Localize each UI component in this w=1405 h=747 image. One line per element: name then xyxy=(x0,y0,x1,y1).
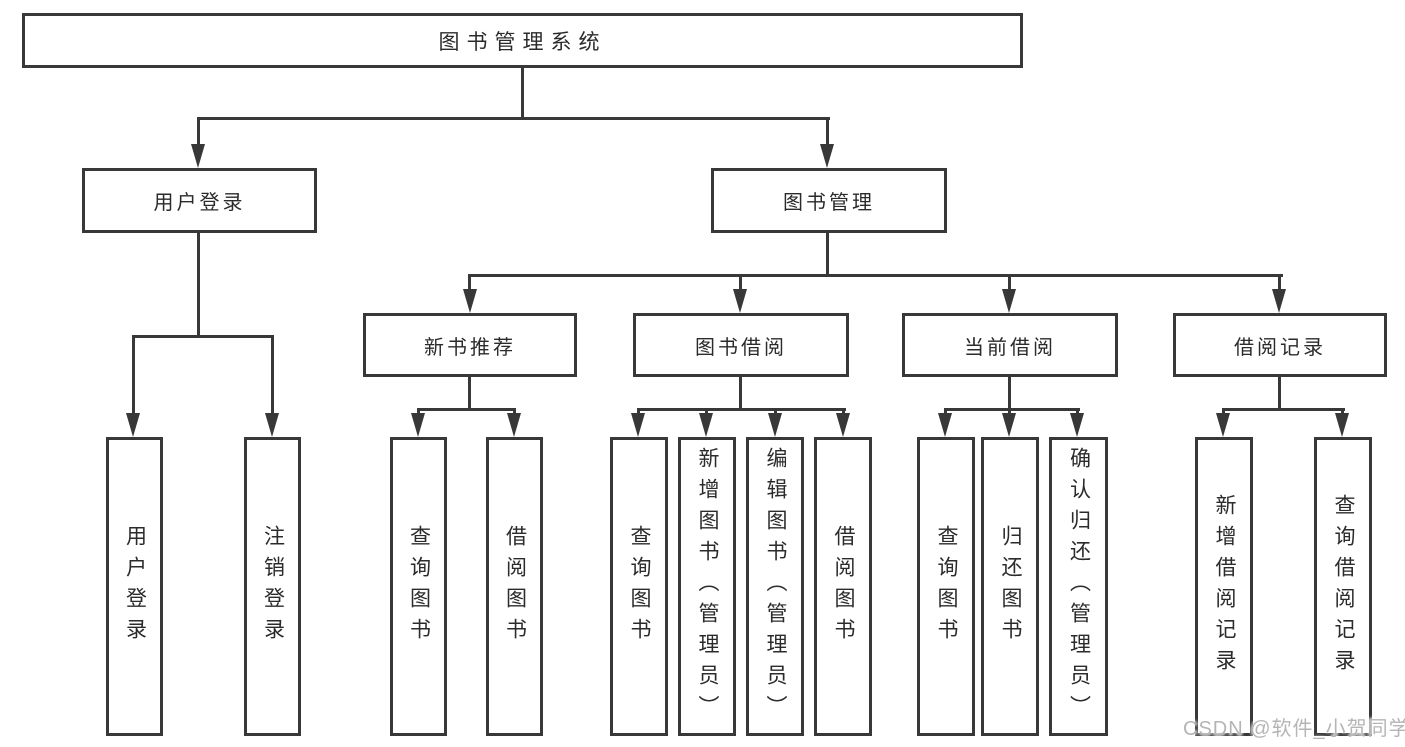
leaf-search-book-1-label: 查询图书 xyxy=(407,524,431,649)
node-root: 图书管理系统 xyxy=(22,13,1023,68)
connector-book-borrow-bar xyxy=(637,408,846,411)
arrow-down-icon xyxy=(631,413,645,437)
connector-new-book-rec-bar xyxy=(417,408,516,411)
connector-current-borrow-stem xyxy=(1008,377,1011,408)
leaf-edit-book: 编辑图书（管理员） xyxy=(746,437,804,736)
connector-current-borrow-bar xyxy=(944,408,1080,411)
arrow-down-icon xyxy=(733,289,747,313)
node-book-borrow: 图书借阅 xyxy=(633,313,849,377)
connector-drop xyxy=(774,408,777,416)
connector-drop xyxy=(637,408,640,416)
connector-drop xyxy=(1008,274,1011,292)
connector-drop xyxy=(826,117,829,145)
leaf-borrow-book-2-label: 借阅图书 xyxy=(832,524,855,649)
connector-drop xyxy=(132,335,135,415)
arrow-down-icon xyxy=(1335,413,1349,437)
node-root-label: 图书管理系统 xyxy=(438,30,607,54)
connector-drop xyxy=(271,335,274,415)
connector-drop xyxy=(1076,408,1079,416)
leaf-search-borrow-record: 查询借阅记录 xyxy=(1314,437,1372,736)
leaf-user-login: 用户登录 xyxy=(106,437,163,736)
arrow-down-icon xyxy=(1002,289,1016,313)
leaf-search-book-2: 查询图书 xyxy=(610,437,668,736)
node-book-borrow-label: 图书借阅 xyxy=(695,336,787,359)
arrow-down-icon xyxy=(191,144,205,168)
connector-drop xyxy=(1278,274,1281,292)
leaf-borrow-book-1-label: 借阅图书 xyxy=(503,524,527,649)
leaf-return-book-label: 归还图书 xyxy=(999,524,1022,649)
connector-level2-bar xyxy=(197,117,830,120)
node-borrow-records-label: 借阅记录 xyxy=(1234,336,1326,359)
arrow-down-icon xyxy=(820,144,834,168)
node-borrow-records: 借阅记录 xyxy=(1173,313,1387,377)
node-new-book-rec-label: 新书推荐 xyxy=(424,336,516,359)
arrow-down-icon xyxy=(1002,413,1016,437)
connector-user-login-stem xyxy=(197,233,200,335)
node-book-mgmt: 图书管理 xyxy=(711,168,947,233)
node-current-borrow: 当前借阅 xyxy=(902,313,1118,377)
connector-drop xyxy=(705,408,708,416)
connector-user-login-bar xyxy=(132,335,274,338)
connector-drop xyxy=(1222,408,1225,416)
leaf-edit-book-label: 编辑图书（管理员） xyxy=(764,447,787,726)
arrow-down-icon xyxy=(768,413,782,437)
node-new-book-rec: 新书推荐 xyxy=(363,313,577,377)
arrow-down-icon xyxy=(938,413,952,437)
leaf-borrow-book-2: 借阅图书 xyxy=(814,437,872,736)
connector-borrow-records-bar xyxy=(1222,408,1345,411)
connector-level3-bar xyxy=(468,274,1283,277)
arrow-down-icon xyxy=(126,413,140,437)
arrow-down-icon xyxy=(699,413,713,437)
leaf-search-book-3-label: 查询图书 xyxy=(935,524,958,649)
connector-drop xyxy=(197,117,200,145)
node-user-login-label: 用户登录 xyxy=(153,192,246,214)
leaf-logout: 注销登录 xyxy=(244,437,301,736)
arrow-down-icon xyxy=(507,413,521,437)
leaf-add-book-label: 新增图书（管理员） xyxy=(696,447,719,726)
leaf-add-book: 新增图书（管理员） xyxy=(678,437,736,736)
leaf-confirm-return: 确认归还（管理员） xyxy=(1049,437,1108,736)
connector-drop xyxy=(842,408,845,416)
connector-root-stem xyxy=(521,68,524,117)
connector-book-borrow-stem xyxy=(739,377,742,408)
leaf-search-book-2-label: 查询图书 xyxy=(628,524,651,649)
node-current-borrow-label: 当前借阅 xyxy=(964,336,1056,359)
arrow-down-icon xyxy=(1216,413,1230,437)
connector-new-book-rec-stem xyxy=(468,377,471,408)
node-user-login: 用户登录 xyxy=(82,168,317,233)
leaf-user-login-label: 用户登录 xyxy=(123,524,147,649)
arrow-down-icon xyxy=(265,413,279,437)
connector-drop xyxy=(1008,408,1011,416)
connector-borrow-records-stem xyxy=(1278,377,1281,408)
watermark: CSDN @软件_小贺同学 xyxy=(1183,718,1405,740)
arrow-down-icon xyxy=(836,413,850,437)
leaf-search-book-1: 查询图书 xyxy=(390,437,447,736)
leaf-return-book: 归还图书 xyxy=(981,437,1039,736)
connector-drop xyxy=(944,408,947,416)
leaf-logout-label: 注销登录 xyxy=(261,524,285,649)
arrow-down-icon xyxy=(1070,413,1084,437)
leaf-add-borrow-record-label: 新增借阅记录 xyxy=(1213,493,1236,680)
arrow-down-icon xyxy=(463,289,477,313)
leaf-search-borrow-record-label: 查询借阅记录 xyxy=(1332,493,1355,680)
node-book-mgmt-label: 图书管理 xyxy=(783,192,875,214)
arrow-down-icon xyxy=(1272,289,1286,313)
arrow-down-icon xyxy=(411,413,425,437)
connector-drop xyxy=(1341,408,1344,416)
connector-drop xyxy=(468,274,471,292)
leaf-add-borrow-record: 新增借阅记录 xyxy=(1195,437,1253,736)
leaf-confirm-return-label: 确认归还（管理员） xyxy=(1067,447,1091,726)
connector-book-mgmt-stem xyxy=(826,233,829,274)
connector-drop xyxy=(417,408,420,416)
connector-drop xyxy=(513,408,516,416)
connector-drop xyxy=(739,274,742,292)
leaf-borrow-book-1: 借阅图书 xyxy=(486,437,543,736)
leaf-search-book-3: 查询图书 xyxy=(917,437,975,736)
